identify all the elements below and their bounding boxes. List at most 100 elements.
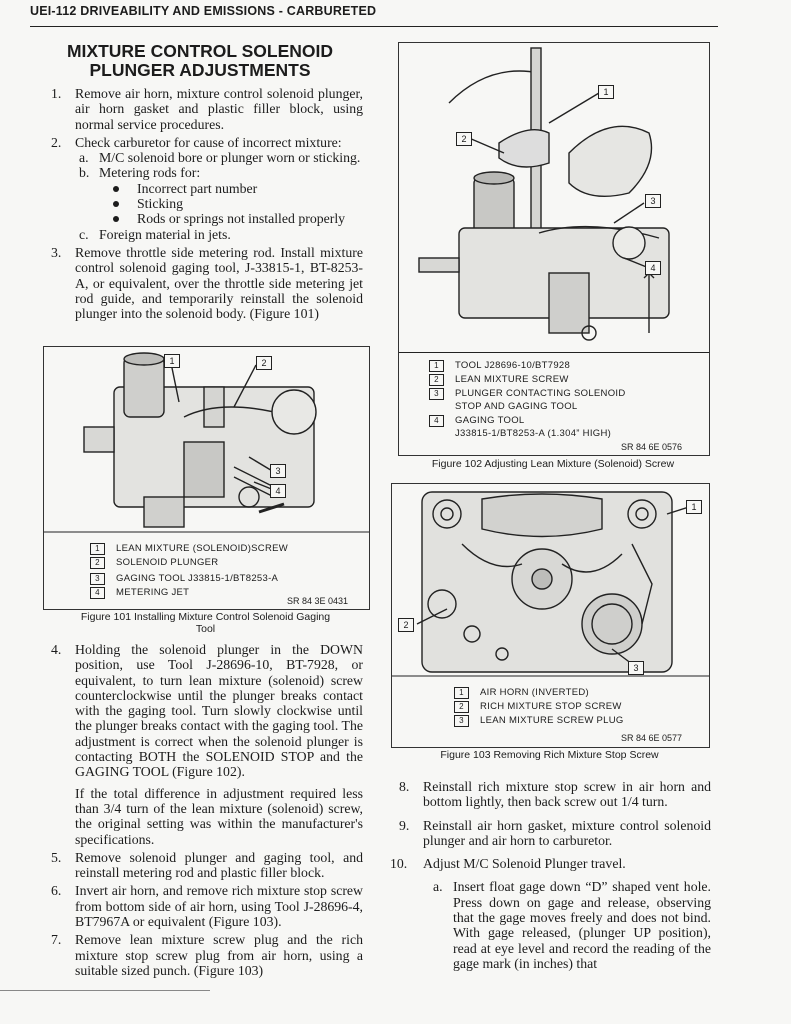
substep-letter: b. <box>79 165 90 181</box>
step-text: Holding the solenoid plunger in the DOWN… <box>75 642 363 780</box>
step-10: 10. Adjust M/C Solenoid Plunger travel. … <box>390 856 711 971</box>
legend-row: 3 GAGING TOOL J33815-1/BT8253-A <box>90 572 360 585</box>
figure-102-illustration <box>418 47 670 341</box>
step-8: 8. Reinstall rich mixture stop screw in … <box>399 779 711 810</box>
substep-c: c. Foreign material in jets. <box>79 226 363 242</box>
step-text: Check carburetor for cause of incorrect … <box>75 134 342 150</box>
figure-code: SR 84 6E 0577 <box>621 733 683 743</box>
legend-key: 1 <box>90 543 105 555</box>
legend-label: METERING JET <box>116 587 190 598</box>
callout-3: 3 <box>628 661 644 675</box>
caption-line: Tool <box>195 623 216 635</box>
step-text: Adjust M/C Solenoid Plunger travel. <box>423 856 626 872</box>
figure-103-caption: Figure 103 Removing Rich Mixture Stop Sc… <box>440 749 659 761</box>
legend-key: 2 <box>90 557 105 569</box>
callout-3: 3 <box>645 194 661 208</box>
callout-1: 1 <box>598 85 614 99</box>
step-4: 4. Holding the solenoid plunger in the D… <box>51 642 363 847</box>
figure-103-illustration <box>392 491 709 677</box>
step-number: 6. <box>51 883 62 899</box>
substep-b: b. Metering rods for: Incorrect part num… <box>79 165 363 227</box>
step-1: 1. Remove air horn, mixture control sole… <box>51 86 363 132</box>
substep-text: Foreign material in jets. <box>99 226 231 242</box>
legend-label: TOOL J28696-10/BT7928 <box>455 360 571 371</box>
figure-101-caption: Figure 101 Installing Mixture Control So… <box>38 611 373 635</box>
section-title: MIXTURE CONTROL SOLENOID PLUNGER ADJUSTM… <box>40 42 360 80</box>
legend-key: 2 <box>454 701 469 713</box>
legend-row: 3 LEAN MIXTURE SCREW PLUG <box>454 714 694 727</box>
legend-label-cont: J33815-1/BT8253-A (1.304” HIGH) <box>455 428 612 439</box>
step-number: 7. <box>51 932 62 948</box>
step-text: Remove solenoid plunger and gaging tool,… <box>75 849 363 881</box>
figure-code: SR 84 3E 0431 <box>287 596 349 606</box>
bullet-list: Incorrect part number Sticking Rods or s… <box>99 181 363 227</box>
legend-key: 1 <box>429 360 444 372</box>
figure-code: SR 84 6E 0576 <box>621 442 683 452</box>
callout-3: 3 <box>270 464 286 478</box>
substep-text: Metering rods for: <box>99 165 201 181</box>
legend-label: GAGING TOOL <box>455 415 525 426</box>
legend-key: 4 <box>90 587 105 599</box>
step-text: Reinstall rich mixture stop screw in air… <box>423 779 711 810</box>
figure-divider <box>399 352 709 353</box>
callout-1: 1 <box>164 354 180 368</box>
bullet-item: Sticking <box>113 196 363 211</box>
steps-list-top: 1. Remove air horn, mixture control sole… <box>51 86 363 324</box>
legend-row: 1 TOOL J28696-10/BT7928 <box>429 359 699 372</box>
figure-101-illustration <box>44 352 369 533</box>
substep-text: M/C solenoid bore or plunger worn or sti… <box>99 150 361 166</box>
substep-a: a. M/C solenoid bore or plunger worn or … <box>79 150 363 166</box>
legend-label: GAGING TOOL J33815-1/BT8253-A <box>116 573 279 584</box>
legend-label: LEAN MIXTURE SCREW PLUG <box>480 715 624 726</box>
legend-label: AIR HORN (INVERTED) <box>480 687 589 698</box>
substeps: a. Insert float gage down “D” shaped ven… <box>423 879 711 971</box>
section-title-line2: PLUNGER ADJUSTMENTS <box>89 60 311 80</box>
step-number: 9. <box>399 817 410 833</box>
step-note: If the total difference in adjustment re… <box>75 785 363 847</box>
step-text: Invert air horn, and remove rich mixture… <box>75 883 363 930</box>
legend-key: 3 <box>90 573 105 585</box>
step-7: 7. Remove lean mixture screw plug and th… <box>51 932 363 978</box>
legend-key: 1 <box>454 687 469 699</box>
bullet-item: Rods or springs not installed properly <box>113 211 363 226</box>
legend-label-cont: STOP AND GAGING TOOL <box>455 401 578 412</box>
steps-list-right: 8. Reinstall rich mixture stop screw in … <box>390 779 711 974</box>
legend-label: LEAN MIXTURE (SOLENOID)SCREW <box>116 543 289 554</box>
substep-letter: a. <box>433 879 443 895</box>
step-text: Remove lean mixture screw plug and the r… <box>75 932 363 978</box>
step-number: 8. <box>399 779 410 794</box>
legend-row: 4 METERING JET <box>90 586 360 599</box>
legend-key: 4 <box>429 415 444 427</box>
steps-list-bottom: 4. Holding the solenoid plunger in the D… <box>51 642 363 981</box>
figure-102-caption: Figure 102 Adjusting Lean Mixture (Solen… <box>431 458 675 470</box>
step-3: 3. Remove throttle side metering rod. In… <box>51 244 363 322</box>
step-text: Reinstall air horn gasket, mixture contr… <box>423 817 711 848</box>
callout-4: 4 <box>645 261 661 275</box>
legend-row: 1 LEAN MIXTURE (SOLENOID)SCREW <box>90 542 360 555</box>
step-9: 9. Reinstall air horn gasket, mixture co… <box>399 817 711 849</box>
header-rule <box>30 26 718 27</box>
section-title-line1: MIXTURE CONTROL SOLENOID <box>66 41 334 61</box>
substeps: a. M/C solenoid bore or plunger worn or … <box>75 150 363 242</box>
legend-key: 3 <box>429 388 444 400</box>
page-header: UEI-112 DRIVEABILITY AND EMISSIONS - CAR… <box>30 4 377 18</box>
caption-line: Figure 101 Installing Mixture Control So… <box>80 611 331 623</box>
step-number: 1. <box>51 86 62 101</box>
step-text: Remove throttle side metering rod. Insta… <box>75 244 363 322</box>
step-6: 6. Invert air horn, and remove rich mixt… <box>51 883 363 930</box>
step-number: 3. <box>51 244 62 260</box>
legend-key: 3 <box>454 715 469 727</box>
step-number: 4. <box>51 642 62 657</box>
footer-rule <box>0 990 210 991</box>
substep-a: a. Insert float gage down “D” shaped ven… <box>433 879 711 971</box>
legend-key: 2 <box>429 374 444 386</box>
substep-letter: c. <box>79 226 89 242</box>
